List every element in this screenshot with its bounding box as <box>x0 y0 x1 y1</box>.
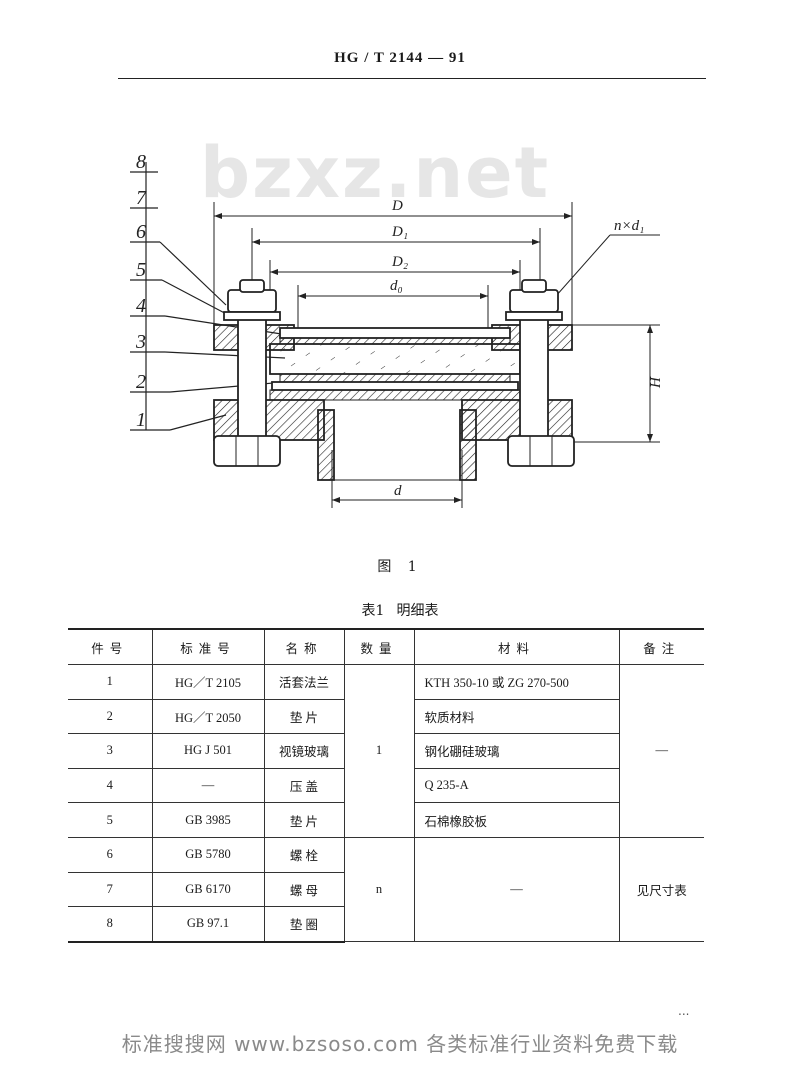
col-header-name: 名称 <box>263 628 344 665</box>
dim-label-H: H <box>648 376 664 389</box>
cell-item-no: 7 <box>68 872 152 908</box>
sight-glass-drawing: 8 7 6 5 4 3 2 1 <box>130 151 664 508</box>
footer-watermark: 标准搜搜网 www.bzsoso.com 各类标准行业资料免费下载 <box>121 1032 679 1056</box>
col-header-quantity: 数量 <box>343 628 414 665</box>
dim-label-D2: D₂ <box>391 254 408 270</box>
cell-standard-no: GB 6170 <box>151 872 264 908</box>
part-label-1: 1 <box>136 409 146 431</box>
cell-material: 钢化硼硅玻璃 <box>413 733 619 769</box>
bolt-assembly <box>213 279 575 467</box>
table-row: 5 GB 3985 垫 片 石棉橡胶板 <box>68 802 704 838</box>
parts-list-table: 件号 标准号 名称 数量 材料 备注 1 HG／T 2105 活套法兰 1 KT… <box>68 628 704 943</box>
table-title: 表1 明细表 <box>0 600 800 620</box>
col-header-standard-no: 标准号 <box>151 628 264 665</box>
table-row: 8 GB 97.1 垫 圈 <box>68 906 704 943</box>
cell-material: 软质材料 <box>413 699 619 735</box>
table-row: 1 HG／T 2105 活套法兰 1 KTH 350-10 或 ZG 270-5… <box>68 664 704 838</box>
cell-material: 石棉橡胶板 <box>413 802 619 838</box>
table-header-row: 件号 标准号 名称 数量 材料 备注 <box>68 628 704 665</box>
table-row: 4 — 压 盖 Q 235-A <box>68 768 704 804</box>
cell-name: 螺 母 <box>263 872 344 908</box>
cell-material: KTH 350-10 或 ZG 270-500 <box>413 664 619 700</box>
document-header: HG / T 2144 — 91 <box>334 50 466 66</box>
cell-standard-no: — <box>151 768 264 804</box>
figure-caption: 图 1 <box>377 559 423 575</box>
cell-material-group2: — <box>413 837 619 943</box>
dim-label-D: D <box>391 198 403 214</box>
cell-standard-no: GB 97.1 <box>151 906 264 943</box>
table-row: 6 GB 5780 螺 栓 n — 见尺寸表 <box>68 837 704 943</box>
cell-item-no: 4 <box>68 768 152 804</box>
cell-standard-no: GB 3985 <box>151 802 264 838</box>
cell-item-no: 1 <box>68 664 152 700</box>
cell-name: 视镜玻璃 <box>263 733 344 769</box>
cell-name: 垫 圈 <box>263 906 344 943</box>
table-row: 2 HG／T 2050 垫 片 软质材料 <box>68 699 704 735</box>
header-rule <box>118 78 706 79</box>
col-header-material: 材料 <box>413 628 619 665</box>
part-label-2: 2 <box>136 371 146 393</box>
dim-label-d: d <box>394 483 402 499</box>
cell-item-no: 5 <box>68 802 152 838</box>
cell-remark-group2: 见尺寸表 <box>618 837 704 943</box>
part-label-7: 7 <box>136 187 147 209</box>
cell-item-no: 6 <box>68 837 152 873</box>
part-label-5: 5 <box>136 259 146 281</box>
part-label-8: 8 <box>136 151 146 173</box>
dim-label-D1: D₁ <box>391 224 408 240</box>
part-label-3: 3 <box>135 331 146 353</box>
cell-standard-no: GB 5780 <box>151 837 264 873</box>
cell-item-no: 2 <box>68 699 152 735</box>
assembly-body <box>213 324 573 481</box>
cell-item-no: 3 <box>68 733 152 769</box>
table-row: 3 HG J 501 视镜玻璃 钢化硼硅玻璃 <box>68 733 704 769</box>
cell-name: 垫 片 <box>263 699 344 735</box>
cell-material: Q 235-A <box>413 768 619 804</box>
cell-name: 活套法兰 <box>263 664 344 700</box>
cell-standard-no: HG／T 2050 <box>151 699 264 735</box>
page-dots: ... <box>678 1004 690 1018</box>
part-label-4: 4 <box>136 295 146 317</box>
watermark: bzxz.net <box>200 132 551 214</box>
table-title-text: 明细表 <box>396 603 439 619</box>
cell-name: 螺 栓 <box>263 837 344 873</box>
cell-remark-group1: — <box>618 664 704 838</box>
cell-quantity-group1: 1 <box>343 664 414 838</box>
table-row: 7 GB 6170 螺 母 <box>68 872 704 908</box>
cell-standard-no: HG J 501 <box>151 733 264 769</box>
cell-quantity-group2: n <box>343 837 414 943</box>
col-header-item-no: 件号 <box>68 628 152 665</box>
dim-label-n-d1: n×d₁ <box>614 218 644 234</box>
cell-name: 垫 片 <box>263 802 344 838</box>
cell-item-no: 8 <box>68 906 152 943</box>
cell-standard-no: HG／T 2105 <box>151 664 264 700</box>
dim-label-d0: d₀ <box>390 278 403 294</box>
part-label-6: 6 <box>136 221 146 243</box>
col-header-remark: 备注 <box>618 628 704 665</box>
cell-name: 压 盖 <box>263 768 344 804</box>
table-title-prefix: 表1 <box>361 603 385 619</box>
